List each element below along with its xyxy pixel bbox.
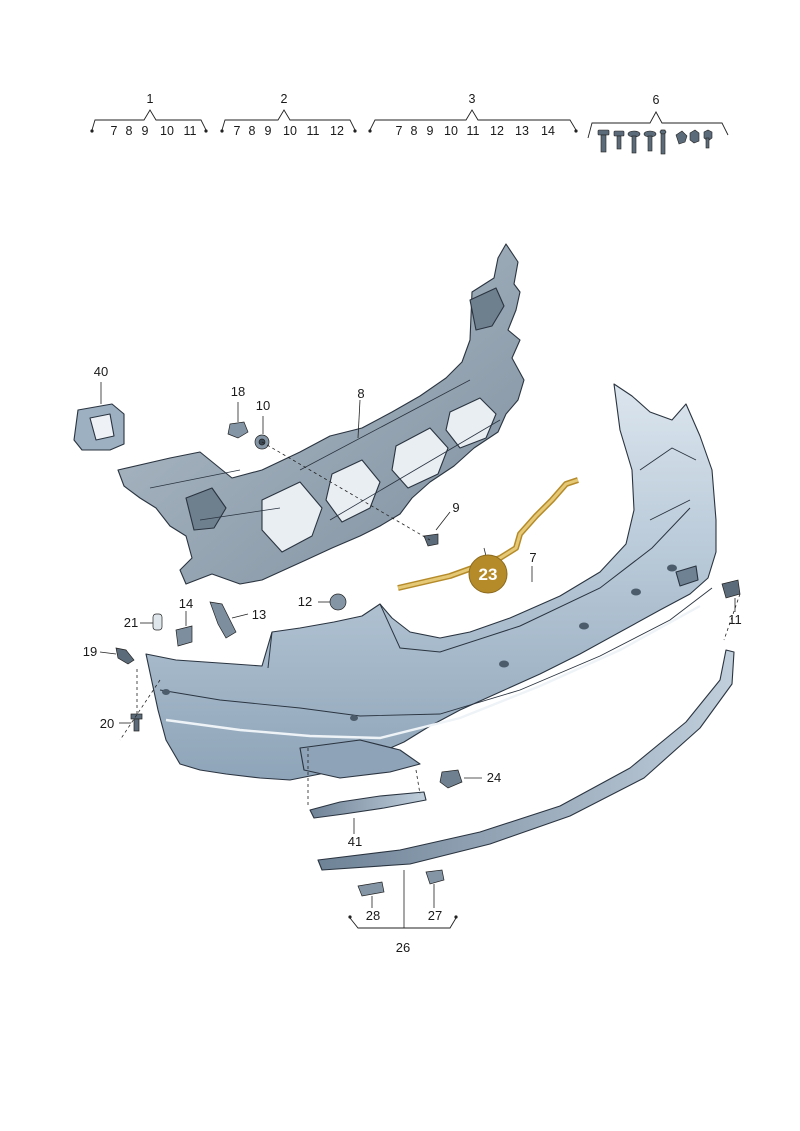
label-9: 9: [452, 500, 459, 515]
label-41: 41: [348, 834, 362, 849]
screw-icon: [130, 713, 143, 720]
side-bracket-part: [73, 403, 125, 451]
group-2-item: 10: [283, 124, 297, 138]
callout-23-label: 23: [479, 565, 498, 584]
label-18: 18: [231, 384, 245, 399]
group-2: 2 7 8 9 10 11 12: [220, 92, 357, 138]
label-26: 26: [396, 940, 410, 955]
label-21: 21: [124, 615, 138, 630]
callout-23[interactable]: 23: [468, 554, 508, 594]
group-1-item: 8: [126, 124, 133, 138]
label-20: 20: [100, 716, 114, 731]
group-1-item: 7: [111, 124, 118, 138]
group-1-item: 9: [142, 124, 149, 138]
label-11: 11: [728, 612, 742, 627]
group-6-number: 6: [653, 93, 660, 107]
group-3-item: 12: [490, 124, 504, 138]
group-3-item: 7: [396, 124, 403, 138]
label-27: 27: [428, 908, 442, 923]
group-1: 1 7 8 9 10 11: [90, 92, 208, 138]
label-13: 13: [252, 607, 266, 622]
label-19: 19: [83, 644, 97, 659]
clip-icon: [357, 881, 385, 897]
leader-lines: [99, 382, 741, 929]
bumper-carrier: [117, 243, 525, 585]
group-3-item: 8: [411, 124, 418, 138]
group-1-item: 11: [184, 124, 197, 138]
lower-trim-strip: [317, 649, 735, 871]
group-3-number: 3: [469, 92, 476, 106]
group-1-number: 1: [147, 92, 154, 106]
clip-icon: [209, 601, 237, 639]
label-28: 28: [366, 908, 380, 923]
label-7: 7: [529, 550, 536, 565]
nut-icon: [439, 769, 463, 789]
reflector-trim: [309, 791, 427, 819]
label-10: 10: [256, 398, 270, 413]
group-3-item: 14: [541, 124, 555, 138]
group-6: 6: [587, 93, 729, 155]
group-3-item: 11: [467, 124, 480, 138]
group-1-item: 10: [160, 124, 174, 138]
clip-icon: [423, 533, 439, 547]
label-8: 8: [357, 386, 364, 401]
highlighted-seal-strip: [397, 477, 579, 591]
group-2-item: 12: [330, 124, 344, 138]
clip-icon: [227, 421, 249, 439]
fastener-set-icon: [597, 129, 713, 155]
bumper-cover: [145, 383, 717, 781]
group-3: 3 7 8 9 10 11 12 13 14: [368, 92, 578, 138]
group-2-item: 7: [234, 124, 241, 138]
group-2-number: 2: [281, 92, 288, 106]
label-40: 40: [94, 364, 108, 379]
group-3-item: 9: [427, 124, 434, 138]
clip-icon: [175, 625, 193, 647]
screw-icon: [115, 647, 135, 665]
group-2-item: 11: [307, 124, 320, 138]
clip-icon: [425, 869, 445, 885]
part-labels: 40 18 10 8 9 7 12 14 21 13 19 20 11 24 4…: [83, 364, 742, 955]
label-14: 14: [179, 596, 193, 611]
rivet-icon: [152, 613, 163, 631]
label-24: 24: [487, 770, 501, 785]
group-2-item: 9: [265, 124, 272, 138]
label-12: 12: [298, 594, 312, 609]
group-3-item: 10: [444, 124, 458, 138]
group-2-item: 8: [249, 124, 256, 138]
rivet-icon: [329, 593, 347, 611]
fasteners: [115, 421, 741, 897]
clip-icon: [721, 579, 741, 599]
group-3-item: 13: [515, 124, 529, 138]
